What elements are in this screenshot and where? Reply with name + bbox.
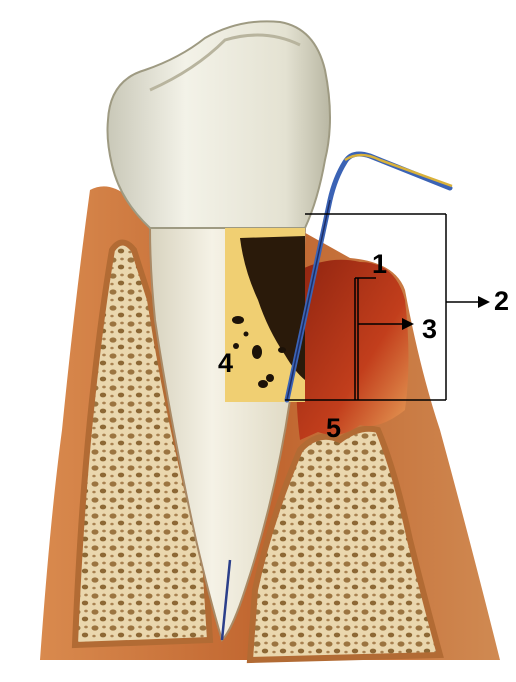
tooth-crown: [108, 21, 331, 228]
label-3: 3: [422, 316, 437, 343]
label-2: 2: [494, 288, 509, 315]
label-1: 1: [372, 251, 387, 278]
label-5: 5: [326, 415, 341, 442]
label-4: 4: [218, 350, 233, 377]
